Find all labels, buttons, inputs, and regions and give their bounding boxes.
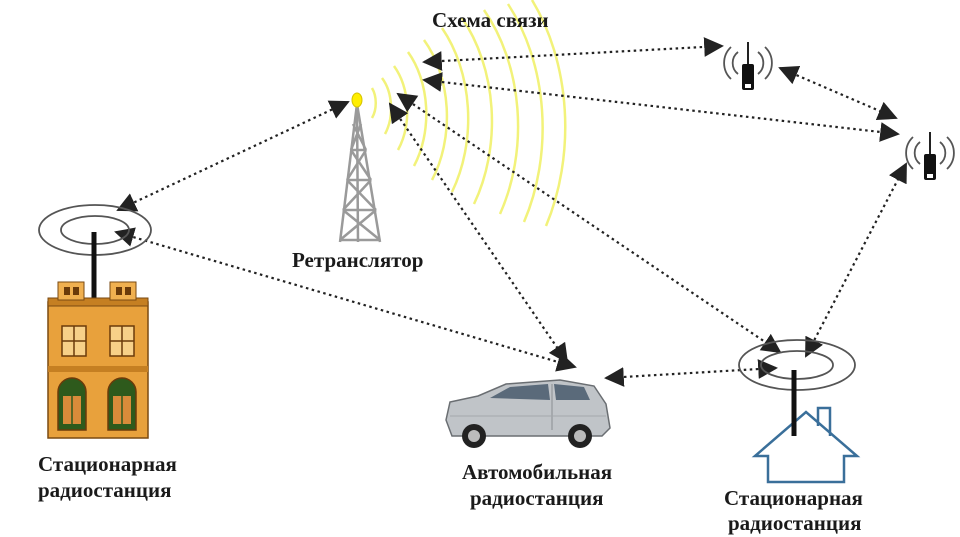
handheld-radio-icon [723,42,773,90]
link-repeater-car [388,102,569,364]
left-station-label-line2: радиостанция [38,478,172,502]
radio-tower-icon [338,92,382,243]
link-handheld-1-handheld-2 [778,65,898,121]
link-car-right-station [604,359,778,387]
link-repeater-handheld-1 [422,37,724,71]
brick-building-icon [38,204,152,439]
left-station-label-line1: Стационарная [38,452,177,476]
link-repeater-right-station [396,92,782,354]
link-right-station-handheld-2 [805,162,907,358]
right-station-label-line1: Стационарная [724,486,863,510]
repeater-label: Ретранслятор [292,248,424,272]
house-outline-icon [738,339,861,484]
right-station-label-line2: радиостанция [728,511,862,535]
handheld-radio-icon [905,132,955,180]
link-left-station-car [114,227,577,372]
car-icon [445,379,611,448]
radio-links [114,37,907,387]
signal-waves [370,0,567,227]
link-repeater-handheld-2 [422,72,900,142]
car-label-line1: Автомобильная [462,460,613,484]
car-label-line2: радиостанция [470,486,604,510]
diagram-title: Схема связи [432,8,549,32]
link-left-station-repeater [116,100,350,212]
